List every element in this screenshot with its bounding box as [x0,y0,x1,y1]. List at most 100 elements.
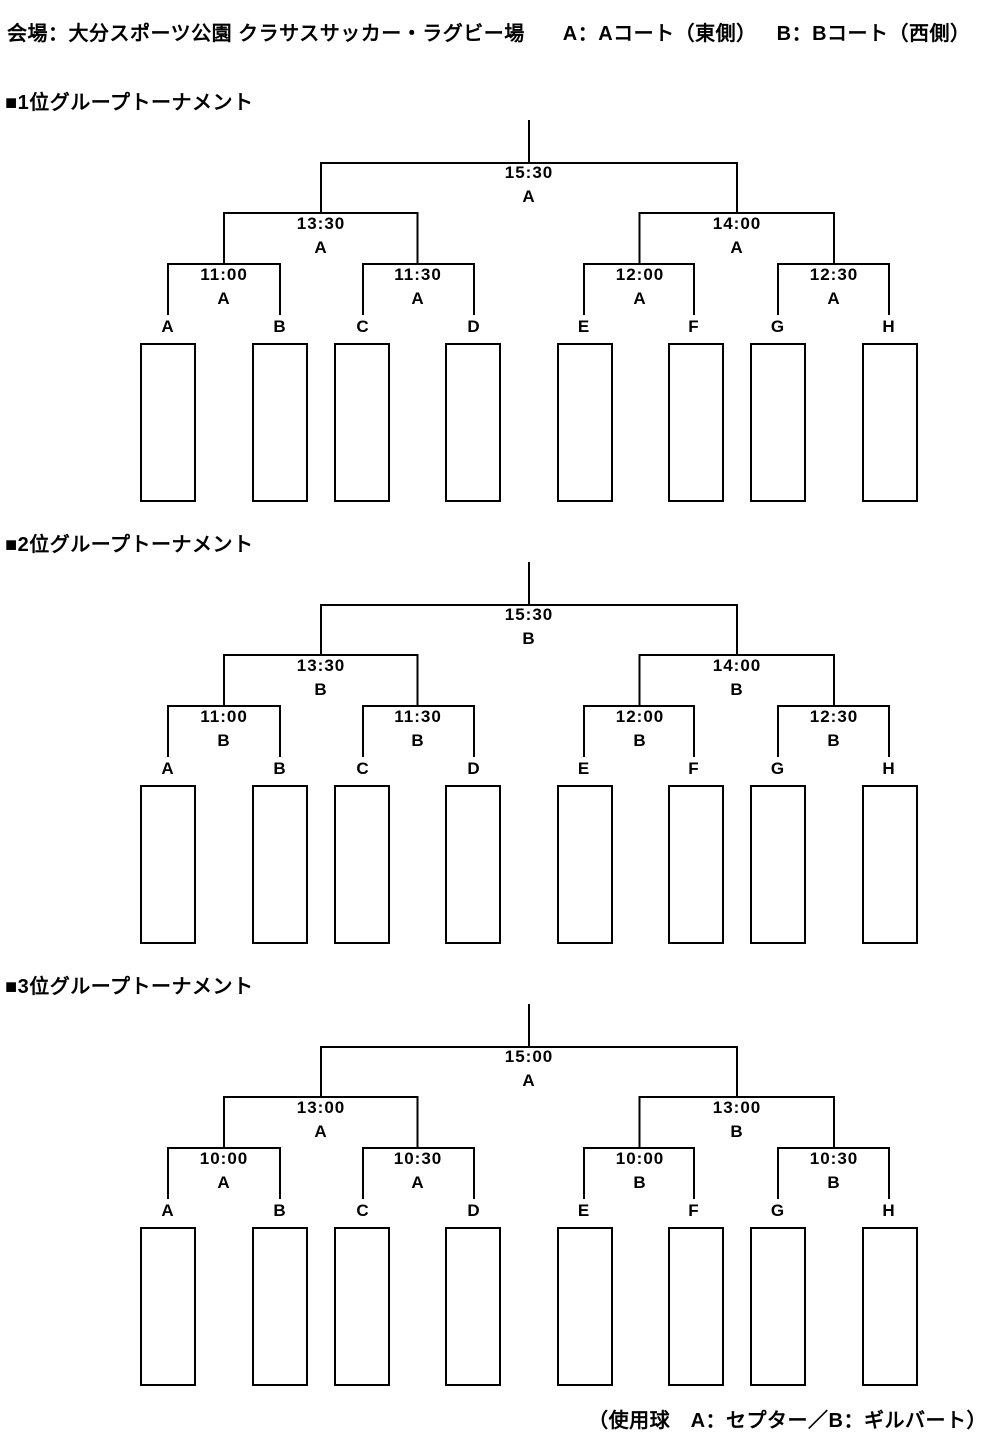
team-name-box-a [140,1227,196,1386]
quarterfinal-1-court: A [217,1173,231,1192]
venue-header: 会場：大分スポーツ公園 クラサスサッカー・ラグビー場 A：Aコート（東側） B：Bコ… [7,17,971,46]
slot-letter-c: C [356,759,370,778]
team-name-box-f [668,343,724,502]
team-name-box-h [862,1227,918,1386]
slot-letter-c: C [356,317,370,336]
slot-letter-c: C [356,1201,370,1220]
slot-letter-f: F [688,759,700,778]
slot-letter-e: E [577,1201,591,1220]
quarterfinal-3-time: 10:00 [615,1149,665,1168]
slot-letter-e: E [577,317,591,336]
court-a-legend: A：Aコート（東側） [562,23,757,45]
slot-letter-b: B [273,1201,287,1220]
quarterfinal-3-court: A [633,289,647,308]
semifinal-right-court: A [730,238,744,257]
slot-letter-b: B [273,759,287,778]
slot-letter-g: G [770,1201,786,1220]
bracket-connector-lines [167,562,890,757]
semifinal-left-court: B [314,680,328,699]
court-b-legend: B：Bコート（西側） [776,23,971,45]
bracket-title: ■2位グループトーナメント [5,534,254,556]
team-name-box-b [252,1227,308,1386]
final-time: 15:30 [504,163,554,182]
bracket-2nd-place-group: ■2位グループトーナメント 15:30 B 13:30 B 14:00 B 11… [0,534,1000,955]
semifinal-right-court: B [730,1122,744,1141]
bracket-connector-lines [167,1004,890,1199]
bracket-title: ■1位グループトーナメント [5,92,254,114]
team-name-box-f [668,785,724,944]
semifinal-right-court: B [730,680,744,699]
team-name-box-b [252,785,308,944]
semifinal-left-time: 13:00 [296,1098,346,1117]
quarterfinal-1-court: A [217,289,231,308]
semifinal-left-time: 13:30 [296,214,346,233]
final-court: A [522,1071,536,1090]
team-name-box-c [334,785,390,944]
slot-letter-h: H [882,1201,896,1220]
team-name-box-d [445,343,501,502]
quarterfinal-4-court: A [827,289,841,308]
slot-letter-g: G [770,759,786,778]
quarterfinal-2-court: B [411,731,425,750]
team-name-box-g [750,1227,806,1386]
slot-letter-h: H [882,317,896,336]
team-name-box-g [750,785,806,944]
team-name-box-c [334,343,390,502]
quarterfinal-4-time: 12:30 [809,707,859,726]
quarterfinal-3-time: 12:00 [615,707,665,726]
semifinal-right-time: 13:00 [712,1098,762,1117]
quarterfinal-3-court: B [633,1173,647,1192]
team-name-box-d [445,785,501,944]
quarterfinal-2-court: A [411,289,425,308]
bracket-1st-place-group: ■1位グループトーナメント 15:30 A 13:30 A 14:00 A 11… [0,92,1000,513]
quarterfinal-4-time: 10:30 [809,1149,859,1168]
slot-letter-g: G [770,317,786,336]
quarterfinal-1-court: B [217,731,231,750]
team-name-box-h [862,785,918,944]
quarterfinal-1-time: 10:00 [199,1149,249,1168]
team-name-box-d [445,1227,501,1386]
bracket-3rd-place-group: ■3位グループトーナメント 15:00 A 13:00 A 13:00 B 10… [0,976,1000,1397]
slot-letter-d: D [467,317,481,336]
team-name-box-e [557,785,613,944]
slot-letter-e: E [577,759,591,778]
semifinal-right-time: 14:00 [712,214,762,233]
semifinal-left-court: A [314,1122,328,1141]
slot-letter-b: B [273,317,287,336]
team-name-box-g [750,343,806,502]
semifinal-left-court: A [314,238,328,257]
quarterfinal-3-court: B [633,731,647,750]
quarterfinal-2-time: 11:30 [394,265,442,284]
quarterfinal-2-time: 10:30 [393,1149,443,1168]
quarterfinal-2-time: 11:30 [394,707,442,726]
team-name-box-h [862,343,918,502]
ball-usage-note: （使用球 A：セプター／B：ギルバート） [588,1410,987,1432]
slot-letter-d: D [467,1201,481,1220]
semifinal-left-time: 13:30 [296,656,346,675]
final-time: 15:00 [504,1047,554,1066]
quarterfinal-4-court: B [827,1173,841,1192]
semifinal-right-time: 14:00 [712,656,762,675]
quarterfinal-2-court: A [411,1173,425,1192]
final-time: 15:30 [504,605,554,624]
team-name-box-f [668,1227,724,1386]
team-name-box-a [140,343,196,502]
slot-letter-f: F [688,317,700,336]
slot-letter-f: F [688,1201,700,1220]
team-name-box-b [252,343,308,502]
quarterfinal-1-time: 11:00 [200,265,248,284]
team-name-box-e [557,1227,613,1386]
slot-letter-d: D [467,759,481,778]
venue-label: 会場：大分スポーツ公園 クラサスサッカー・ラグビー場 [7,23,525,45]
slot-letter-a: A [161,1201,175,1220]
slot-letter-a: A [161,759,175,778]
slot-letter-a: A [161,317,175,336]
quarterfinal-4-court: B [827,731,841,750]
quarterfinal-4-time: 12:30 [809,265,859,284]
final-court: A [522,187,536,206]
team-name-box-c [334,1227,390,1386]
bracket-connector-lines [167,120,890,315]
bracket-title: ■3位グループトーナメント [5,976,254,998]
team-name-box-a [140,785,196,944]
final-court: B [522,629,536,648]
